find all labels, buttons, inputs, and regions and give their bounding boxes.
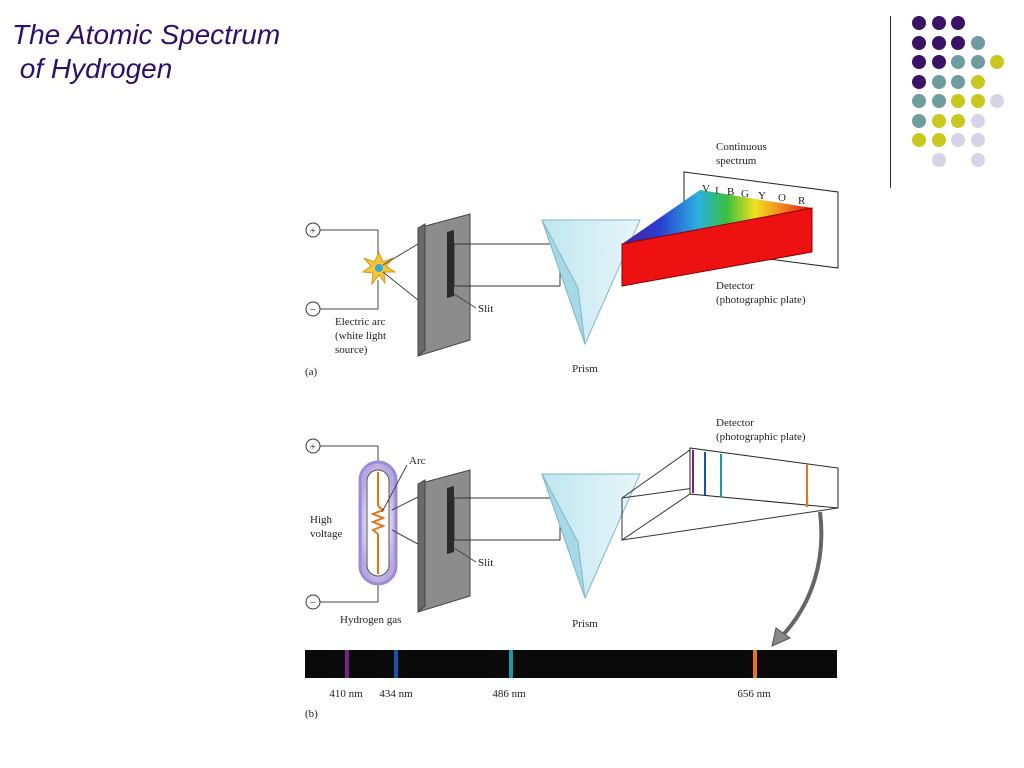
panel-b: + − Arc High voltage Hydrogen gas Slit P… bbox=[305, 417, 839, 720]
decor-dot bbox=[951, 35, 965, 50]
decor-dot bbox=[931, 133, 946, 147]
color-letter: Y bbox=[758, 190, 766, 202]
detector-plate-b bbox=[689, 447, 839, 509]
color-letter: V bbox=[702, 183, 710, 195]
prism-b bbox=[541, 473, 641, 600]
decor-dot bbox=[931, 55, 946, 69]
slit-plate-b bbox=[417, 469, 471, 613]
arc-filament bbox=[370, 505, 386, 535]
decor-dot bbox=[912, 35, 926, 50]
decor-dot bbox=[990, 94, 1004, 108]
color-letter: O bbox=[778, 192, 786, 204]
slide-title: The Atomic Spectrum of Hydrogen bbox=[12, 18, 280, 86]
zoom-arrow bbox=[780, 511, 824, 638]
decor-dot bbox=[951, 133, 965, 147]
decor-dot bbox=[912, 133, 926, 147]
detector-label-a-1: Detector bbox=[716, 280, 754, 292]
spark-core bbox=[375, 264, 383, 272]
arc-label-a-3: source) bbox=[335, 344, 368, 356]
decor-dot bbox=[990, 55, 1004, 69]
slit-label-b: Slit bbox=[478, 557, 493, 569]
decor-dot bbox=[970, 152, 985, 167]
prism-label-b: Prism bbox=[572, 618, 598, 630]
decor-dot bbox=[931, 16, 946, 30]
decor-dot bbox=[912, 55, 926, 69]
decor-dot bbox=[951, 55, 965, 69]
arc-label-b: Arc bbox=[409, 455, 426, 467]
decor-dot bbox=[931, 113, 946, 128]
decor-dot bbox=[970, 74, 985, 89]
decor-dot bbox=[970, 133, 985, 147]
decor-dot bbox=[931, 94, 946, 108]
color-letter: G bbox=[741, 188, 749, 200]
detector-label-a-2: (photographic plate) bbox=[716, 294, 806, 306]
emission-line bbox=[753, 650, 757, 678]
decor-dot-grid bbox=[900, 14, 1010, 174]
emission-strip bbox=[305, 650, 837, 678]
arc-label-a-2: (white light bbox=[335, 330, 386, 342]
title-line-2: of Hydrogen bbox=[12, 53, 173, 84]
detector-label-b-1: Detector bbox=[716, 417, 754, 429]
panel-tag-a: (a) bbox=[305, 366, 318, 378]
wire-bottom-a bbox=[320, 280, 379, 310]
continuous-label-2: spectrum bbox=[716, 155, 757, 167]
detector-label-b-2: (photographic plate) bbox=[716, 431, 806, 443]
decor-dot bbox=[912, 94, 926, 108]
decor-dot bbox=[951, 94, 965, 108]
decor-dot bbox=[931, 35, 946, 50]
slit-opening-a bbox=[447, 230, 454, 298]
decor-dot bbox=[912, 74, 926, 89]
decor-dot bbox=[970, 113, 985, 128]
decor-dot bbox=[951, 16, 965, 30]
decor-dot bbox=[970, 35, 985, 50]
minus-sign-b: − bbox=[310, 597, 316, 609]
gas-label: Hydrogen gas bbox=[340, 614, 401, 626]
beam-b bbox=[453, 497, 561, 541]
decor-dot bbox=[931, 152, 946, 167]
decor-dot bbox=[970, 94, 985, 108]
decor-dot bbox=[912, 16, 926, 30]
prism-label-a: Prism bbox=[572, 363, 598, 375]
spectrum-beam bbox=[621, 207, 813, 287]
slit-label-a: Slit bbox=[478, 303, 493, 315]
decor-dot bbox=[951, 74, 965, 89]
color-letter: R bbox=[798, 195, 806, 207]
emission-line bbox=[509, 650, 513, 678]
plus-sign-a: + bbox=[310, 225, 316, 237]
plus-sign-b: + bbox=[310, 441, 316, 453]
wavelength-label: 656 nm bbox=[737, 688, 771, 700]
wavelength-label: 434 nm bbox=[379, 688, 413, 700]
decor-divider bbox=[890, 16, 891, 188]
decor-dot bbox=[951, 113, 965, 128]
color-letter: I bbox=[715, 185, 719, 197]
minus-sign-a: − bbox=[310, 304, 316, 316]
slit-opening-b bbox=[447, 486, 454, 554]
emission-line bbox=[345, 650, 349, 678]
decor-dot bbox=[970, 55, 985, 69]
slit-plate-a bbox=[417, 213, 471, 357]
voltage-label-1: High bbox=[310, 514, 333, 526]
panel-tag-b: (b) bbox=[305, 708, 318, 720]
arc-label-a-1: Electric arc bbox=[335, 316, 385, 328]
decor-dot bbox=[912, 113, 926, 128]
wavelength-label: 410 nm bbox=[329, 688, 363, 700]
beam-a bbox=[453, 243, 561, 287]
title-line-1: The Atomic Spectrum bbox=[12, 19, 281, 50]
rainbow-fan bbox=[622, 190, 812, 244]
wire-top-a bbox=[320, 229, 379, 258]
color-letter: B bbox=[727, 186, 734, 198]
voltage-label-2: voltage bbox=[310, 528, 342, 540]
continuous-label-1: Continuous bbox=[716, 141, 767, 153]
decor-dot bbox=[931, 74, 946, 89]
emission-line bbox=[394, 650, 398, 678]
wavelength-label: 486 nm bbox=[492, 688, 526, 700]
